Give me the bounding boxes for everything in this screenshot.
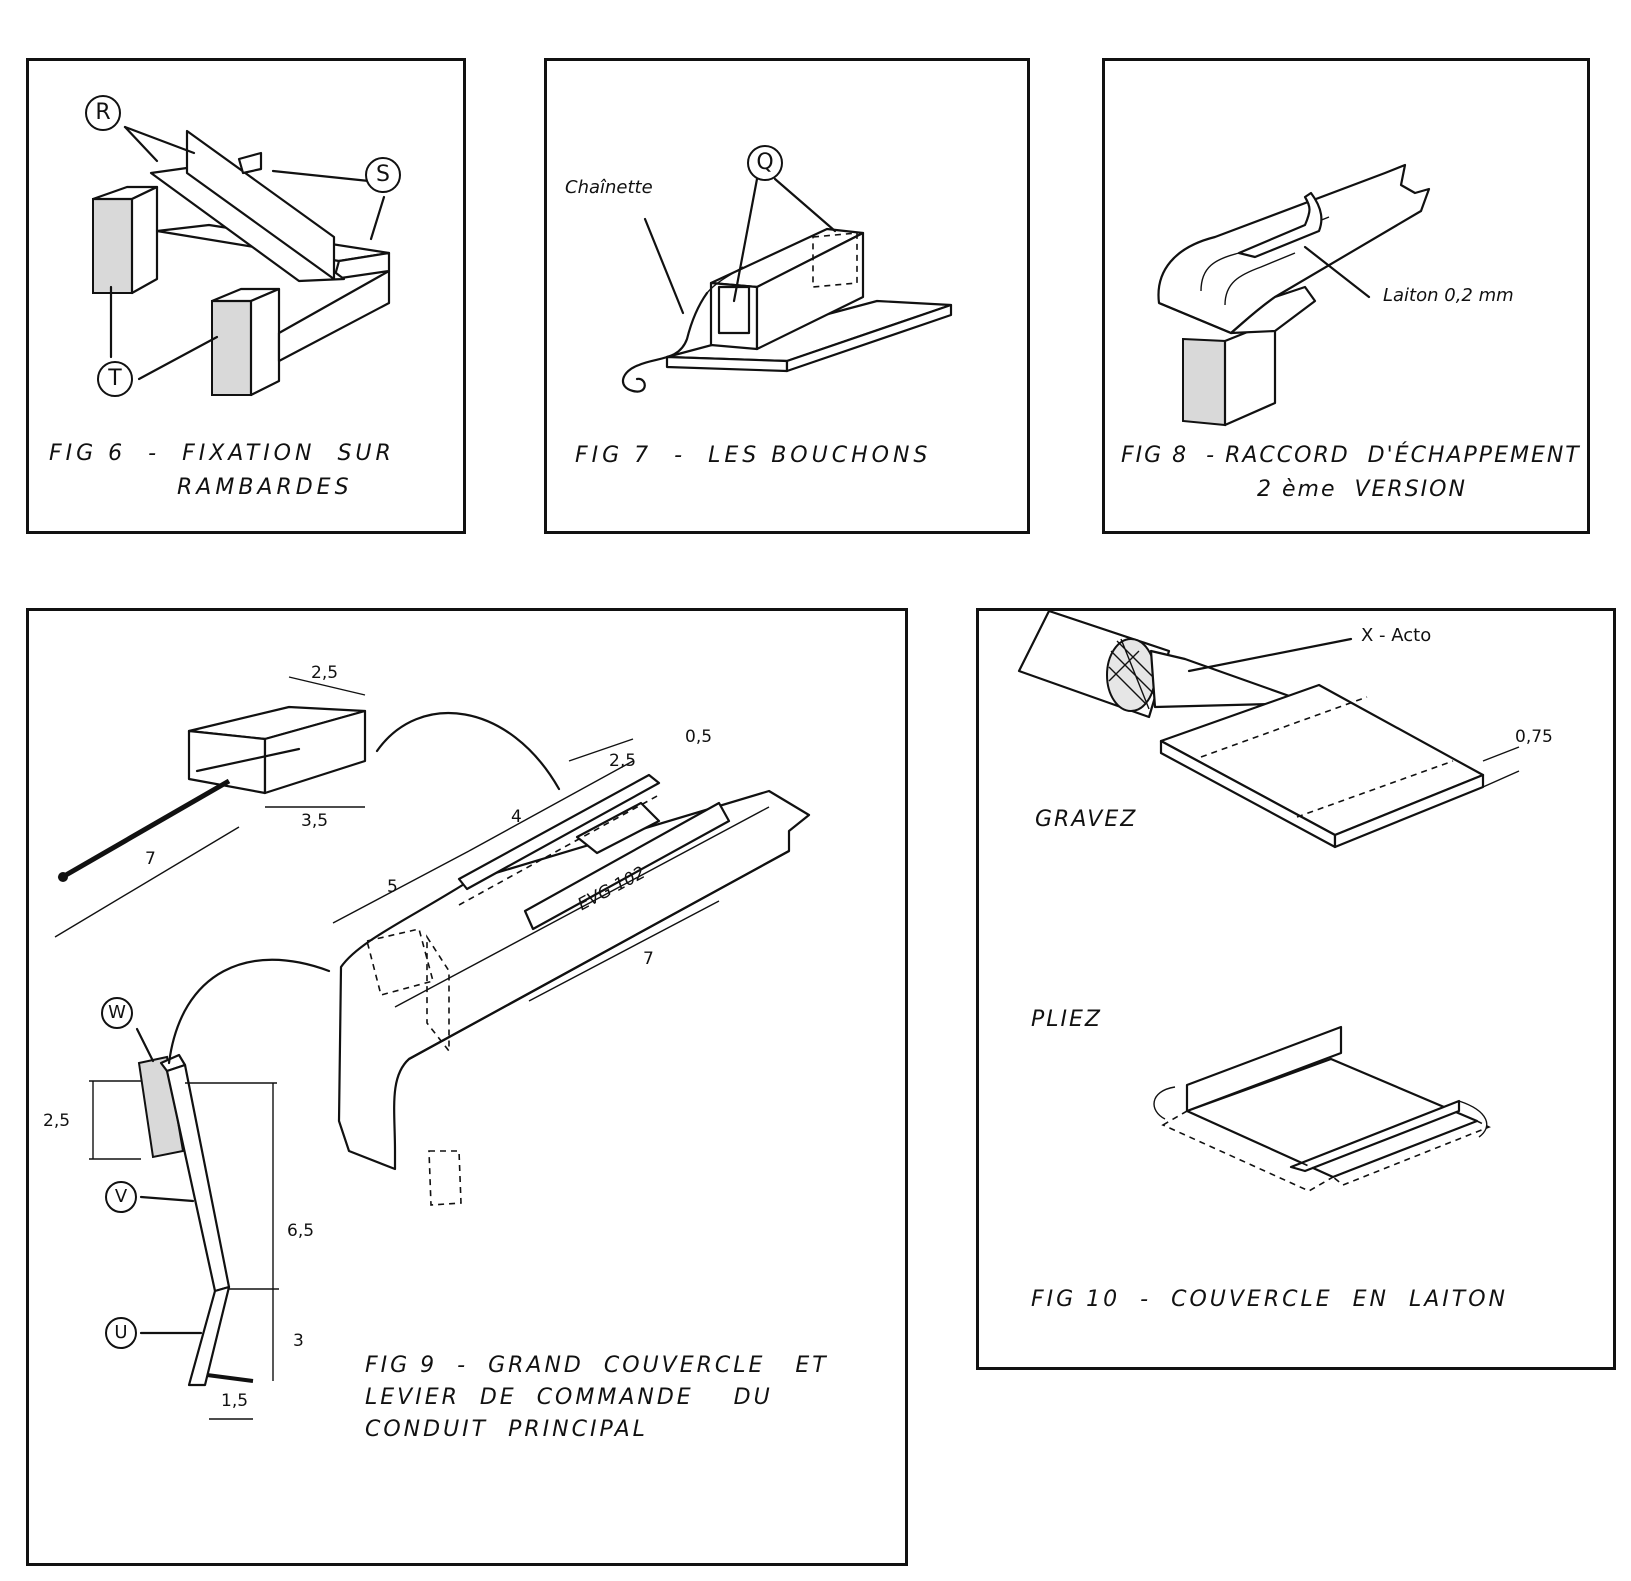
label-q-circle: Q: [747, 145, 783, 181]
fig9-caption-line2: LEVIER DE COMMANDE DU: [365, 1385, 773, 1410]
dim-3-5: 3,5: [301, 811, 329, 831]
label-t-circle: T: [97, 361, 133, 397]
fig10-panel: X - Acto 0,75 GRAVEZ PLIEZ FIG 10 - COUV…: [976, 608, 1616, 1370]
fig7-drawing: [622, 177, 953, 393]
fig10-drawing: [1017, 611, 1520, 1192]
label-s-circle: S: [365, 157, 401, 193]
tool-label: X - Acto: [1361, 625, 1432, 646]
fig6-drawing: [91, 125, 391, 397]
dim-3: 3: [293, 1331, 304, 1351]
fig9-panel: W V U EVG 102 2,5 3,5 7 0,5 2,5 4 5 7 2,…: [26, 608, 908, 1566]
fig6-caption-line1: FIG 6 - FIXATION SUR: [49, 441, 395, 466]
fig8-panel: Laiton 0,2 mm FIG 8 - RACCORD D'ÉCHAPPEM…: [1102, 58, 1590, 534]
dim-5: 5: [387, 877, 398, 897]
fig8-drawing: [1157, 163, 1431, 427]
fig8-caption-line2: 2 ème VERSION: [1257, 477, 1467, 502]
fig9-caption-line1: FIG 9 - GRAND COUVERCLE ET: [365, 1353, 829, 1378]
label-w-circle: W: [101, 997, 133, 1029]
dim-7-left: 7: [145, 849, 156, 869]
fig9-caption-line3: CONDUIT PRINCIPAL: [365, 1417, 648, 1442]
label-u-circle: U: [105, 1317, 137, 1349]
chain-label: Chaînette: [565, 177, 653, 198]
fig9-drawing: [54, 676, 811, 1420]
thickness-label: 0,75: [1515, 727, 1553, 747]
dim-4: 4: [511, 807, 522, 827]
dim-2-5-top: 2,5: [311, 663, 339, 683]
fig6-panel: R S T FIG 6 - FIXATION SUR RAMBARDES: [26, 58, 466, 534]
dim-2-5-lever: 2,5: [43, 1111, 71, 1131]
brass-label: Laiton 0,2 mm: [1383, 285, 1514, 306]
dim-1-5: 1,5: [221, 1391, 249, 1411]
dim-0-5: 0,5: [685, 727, 713, 747]
fig8-caption-line1: FIG 8 - RACCORD D'ÉCHAPPEMENT: [1121, 443, 1581, 468]
fig7-caption: FIG 7 - LES BOUCHONS: [575, 443, 932, 468]
step-engrave: GRAVEZ: [1035, 807, 1138, 832]
fig6-caption-line2: RAMBARDES: [177, 475, 353, 500]
label-r-circle: R: [85, 95, 121, 131]
dim-2-5-mid: 2,5: [609, 751, 637, 771]
fig10-caption: FIG 10 - COUVERCLE EN LAITON: [1031, 1287, 1508, 1312]
label-v-circle: V: [105, 1181, 137, 1213]
step-fold: PLIEZ: [1031, 1007, 1102, 1032]
dim-7-right: 7: [643, 949, 654, 969]
dim-6-5: 6,5: [287, 1221, 315, 1241]
fig7-panel: Chaînette Q FIG 7 - LES BOUCHONS: [544, 58, 1030, 534]
